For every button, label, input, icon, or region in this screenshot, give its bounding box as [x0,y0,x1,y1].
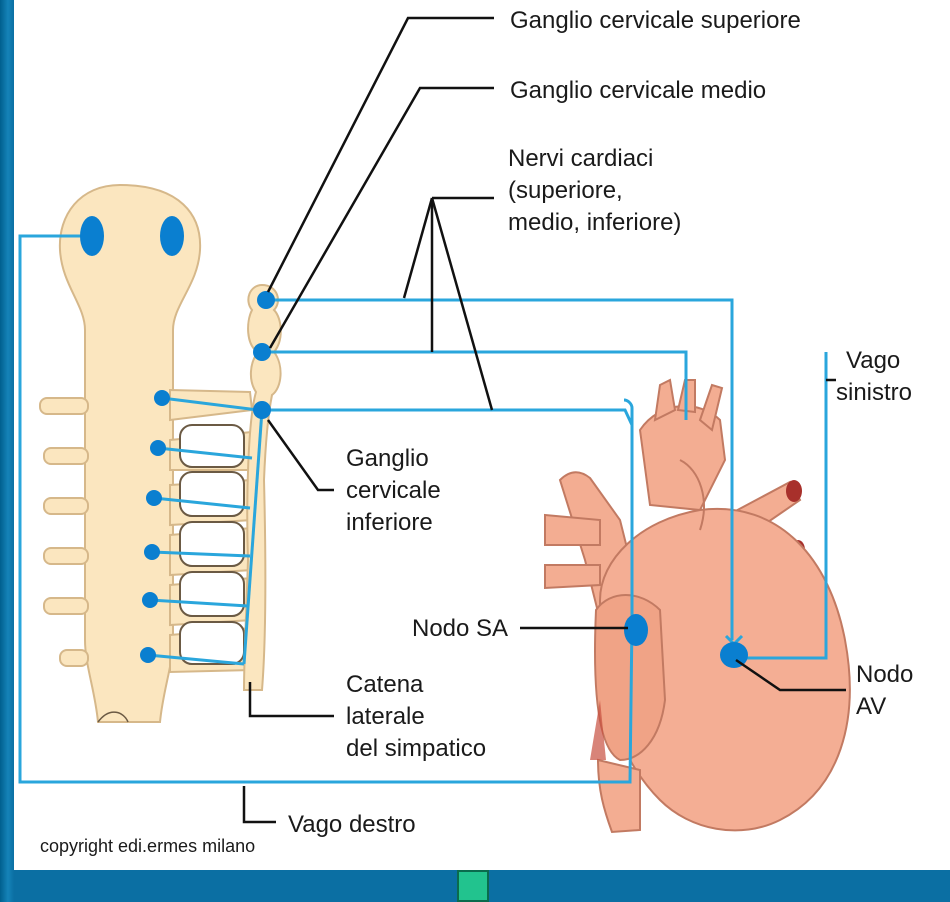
label-ganglio-superiore: Ganglio cervicale superiore [510,7,801,34]
label-catena-1: Catena [346,671,424,698]
label-nodo-sa: Nodo SA [412,615,508,642]
label-vago-sinistro-1: Vago [846,347,900,374]
label-nervi-cardiaci-2: (superiore, [508,177,623,204]
label-catena-3: del simpatico [346,735,486,762]
middle-ganglion-dot [253,343,271,361]
copyright-text: copyright edi.ermes milano [40,836,255,857]
vagal-nucleus-right [160,216,184,256]
label-vago-destro: Vago destro [288,811,416,838]
heart [545,380,850,832]
label-ganglio-medio: Ganglio cervicale medio [510,77,766,104]
label-ganglio-inferiore-3: inferiore [346,509,433,536]
inferior-ganglion-dot [253,401,271,419]
label-nodo-av-1: Nodo [856,661,913,688]
superior-ganglion-dot [257,291,275,309]
sa-node [624,614,648,646]
label-catena-2: laterale [346,703,425,730]
label-nervi-cardiaci-3: medio, inferiore) [508,209,681,236]
label-nodo-av-2: AV [856,693,886,720]
vagal-nucleus-left [80,216,104,256]
label-ganglio-inferiore-1: Ganglio [346,445,429,472]
label-ganglio-inferiore-2: cervicale [346,477,441,504]
label-vago-sinistro-2: sinistro [836,379,912,406]
label-nervi-cardiaci-1: Nervi cardiaci [508,145,653,172]
green-marker [457,870,489,902]
